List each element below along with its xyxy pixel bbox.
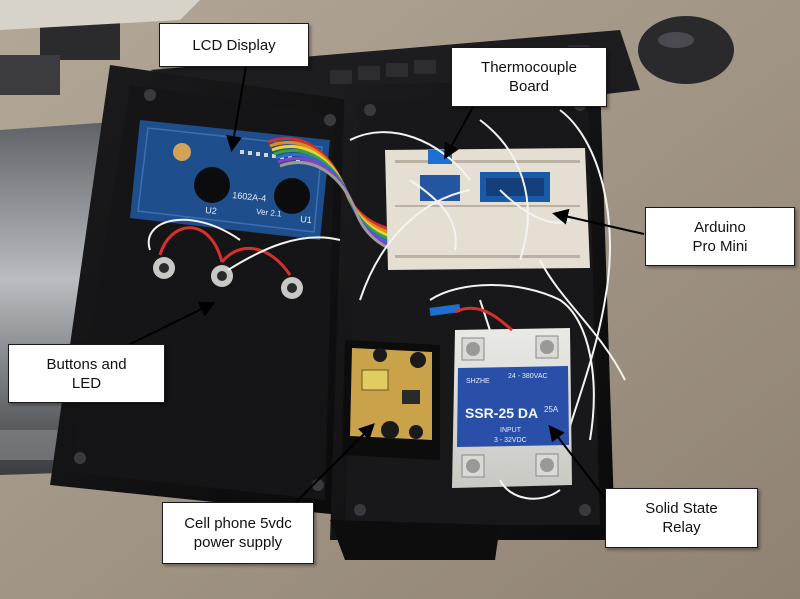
callout-thermocouple-board: Thermocouple Board <box>451 47 607 107</box>
mouse <box>638 16 734 84</box>
callout-buttons-and-led: Buttons and LED <box>8 344 165 403</box>
callout-thermocouple-board-line2: Board <box>508 78 550 95</box>
solid-state-relay: SHZHE 24 - 380VAC SSR-25 DA 25A INPUT 3 … <box>429 304 572 500</box>
callout-solid-state-relay: Solid State Relay <box>605 488 758 548</box>
relay-dc-marking: 3 - 32VDC <box>494 437 527 444</box>
relay-input-marking: INPUT <box>500 427 522 434</box>
callout-thermocouple-board-line1: Thermocouple <box>481 59 577 76</box>
relay-brand-marking: SHZHE <box>466 378 490 385</box>
callout-arduino-pro-mini: Arduino Pro Mini <box>645 207 795 266</box>
callout-power-supply: Cell phone 5vdc power supply <box>162 502 314 564</box>
relay-ac-marking: 24 - 380VAC <box>508 373 548 380</box>
callout-buttons-and-led-line1: Buttons and <box>46 355 127 373</box>
callout-solid-state-relay-line2: Relay <box>662 519 701 536</box>
callout-power-supply-line2: power supply <box>193 534 283 551</box>
callout-lcd-display-text: LCD Display <box>192 36 276 54</box>
callout-buttons-and-led-line2: LED <box>71 374 102 392</box>
buttons-and-led <box>147 218 341 299</box>
lcd-u1-marking: U1 <box>300 214 312 225</box>
breadboard <box>385 148 590 270</box>
power-supply-board <box>342 340 440 460</box>
lcd-module: 1602A-4 Ver 2.1 U2 U1 <box>130 120 330 240</box>
callout-lcd-display: LCD Display <box>159 23 309 67</box>
callout-arduino-pro-mini-line2: Pro Mini <box>692 237 748 255</box>
callout-power-supply-line1: Cell phone 5vdc <box>184 515 292 532</box>
callout-solid-state-relay-line1: Solid State <box>645 500 718 517</box>
relay-current-marking: 25A <box>544 405 559 414</box>
callout-arduino-pro-mini-line1: Arduino <box>694 218 746 236</box>
lcd-model-marking: 1602A-4 <box>232 190 267 204</box>
relay-model-marking: SSR-25 DA <box>465 405 538 421</box>
lcd-u2-marking: U2 <box>205 205 217 216</box>
lcd-version-marking: Ver 2.1 <box>256 207 283 219</box>
